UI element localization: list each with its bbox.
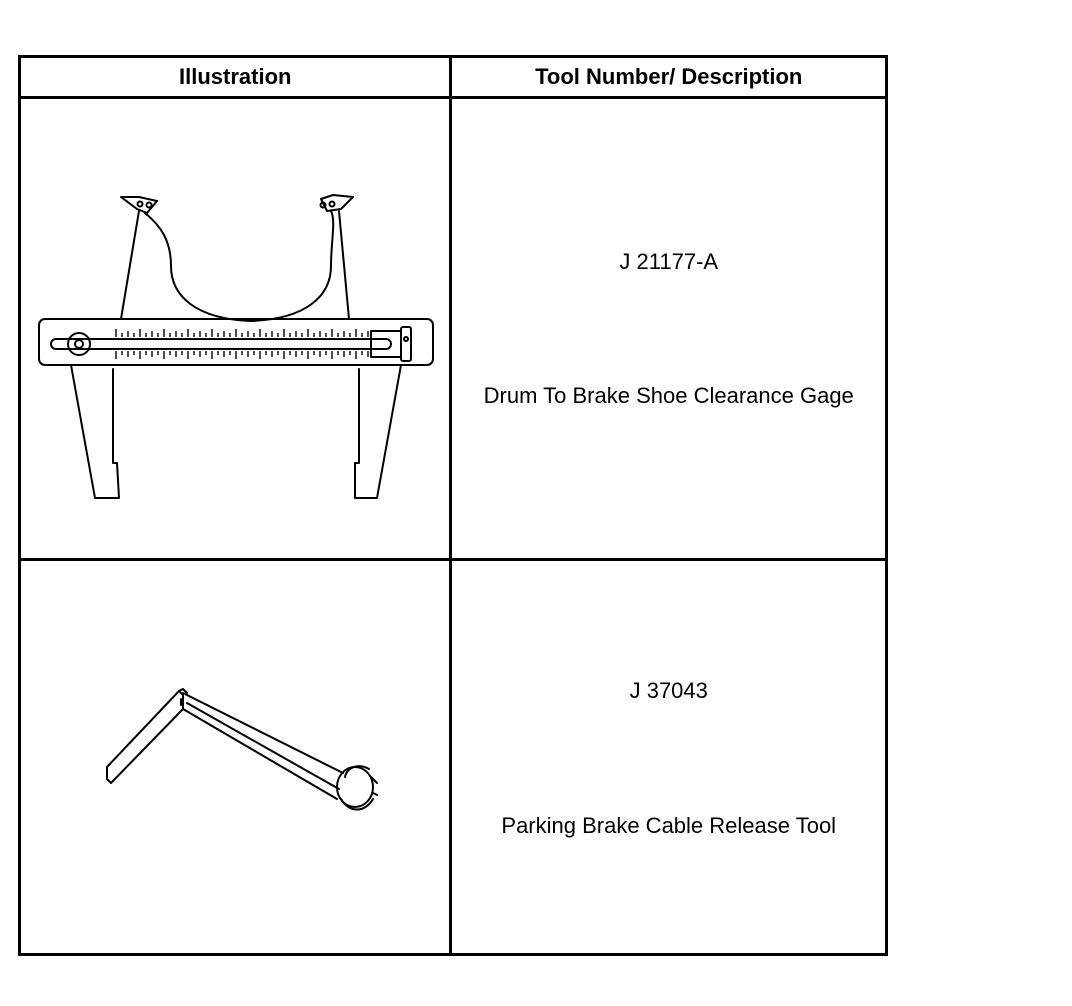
- description-cell: J 21177-A Drum To Brake Shoe Clearance G…: [449, 95, 888, 562]
- header-illustration: Illustration: [17, 55, 453, 99]
- brake-clearance-gage-icon: [38, 194, 434, 500]
- tool-number: J 37043: [629, 678, 708, 704]
- cable-release-tool-icon: [106, 688, 378, 811]
- illustration-cell: [17, 558, 453, 956]
- table-row: J 37043 Parking Brake Cable Release Tool: [17, 558, 888, 956]
- table-header-row: Illustration Tool Number/ Description: [17, 55, 888, 99]
- tool-table: Illustration Tool Number/ Description: [17, 55, 888, 956]
- illustration-cell: [17, 95, 453, 562]
- table-row: J 21177-A Drum To Brake Shoe Clearance G…: [17, 95, 888, 562]
- header-tool-description: Tool Number/ Description: [449, 55, 888, 99]
- tool-description: Parking Brake Cable Release Tool: [501, 813, 837, 839]
- tool-description: Drum To Brake Shoe Clearance Gage: [483, 383, 854, 408]
- tool-number: J 21177-A: [619, 249, 719, 274]
- description-cell: J 37043 Parking Brake Cable Release Tool: [449, 558, 888, 956]
